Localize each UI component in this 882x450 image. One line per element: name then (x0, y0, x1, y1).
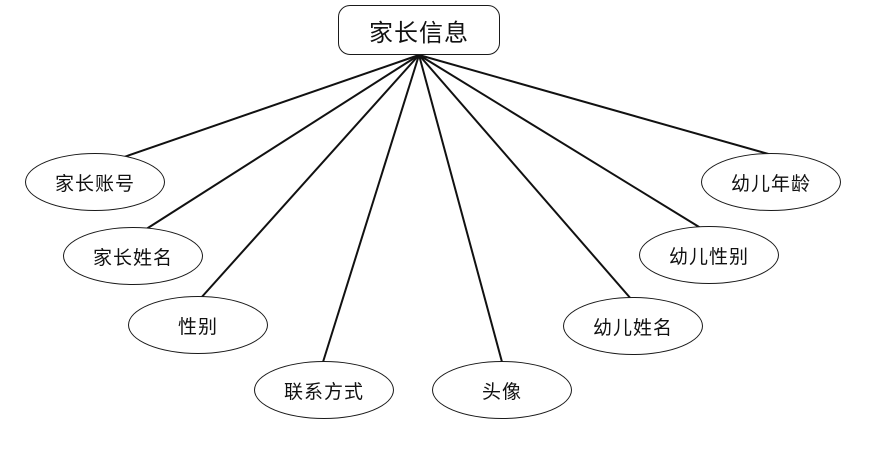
attribute-ellipse: 家长账号 (25, 153, 165, 211)
connector-line (139, 54, 420, 234)
connector-line (199, 54, 420, 300)
connector-line (322, 54, 420, 363)
connector-line (418, 54, 503, 363)
attribute-ellipse: 幼儿年龄 (701, 153, 841, 211)
attribute-ellipse: 联系方式 (254, 361, 394, 419)
connector-line (418, 54, 773, 156)
attribute-ellipse: 性别 (128, 296, 268, 354)
connector-line (418, 54, 705, 231)
attribute-ellipse: 幼儿姓名 (563, 297, 703, 355)
entity-box: 家长信息 (338, 5, 500, 55)
attribute-ellipse: 家长姓名 (63, 227, 203, 285)
connector-line (418, 54, 633, 301)
attribute-ellipse: 头像 (432, 361, 572, 419)
attribute-ellipse: 幼儿性别 (639, 226, 779, 284)
connector-line (97, 54, 420, 167)
